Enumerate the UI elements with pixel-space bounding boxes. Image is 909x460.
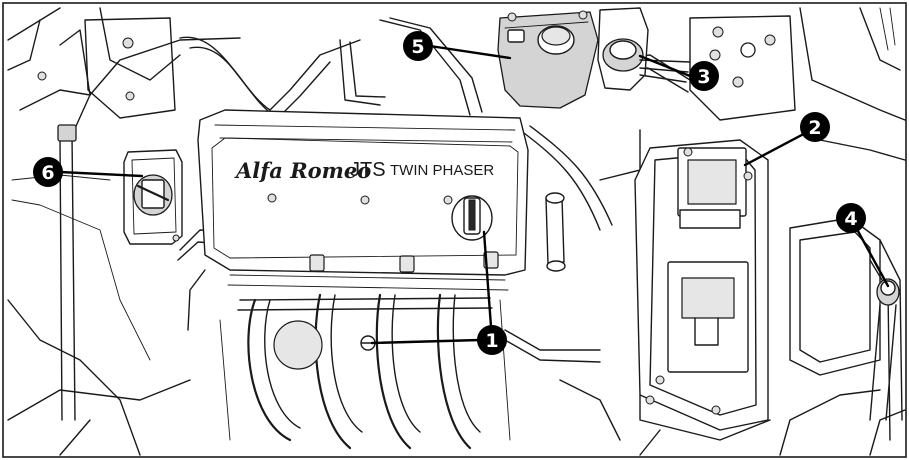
engine-variant-text: TWIN PHASER [390, 162, 494, 179]
power-steering-reservoir [123, 149, 183, 245]
callout-5-label: 5 [411, 36, 424, 58]
battery-fusebox [634, 139, 771, 441]
brake-fluid-reservoir [597, 7, 691, 91]
callout-3: 3 [689, 61, 719, 91]
center-pipe [545, 192, 566, 272]
callout-4-label: 4 [844, 208, 857, 230]
intake-manifold [187, 269, 511, 450]
coolant-reservoir [497, 10, 599, 109]
callout-1-label: 1 [485, 330, 498, 352]
washer-fluid-cap [869, 278, 900, 421]
chassis-outline [7, 7, 906, 456]
callout-5: 5 [403, 31, 433, 61]
callout-2: 2 [800, 112, 830, 142]
callout-6-label: 6 [41, 162, 54, 184]
alfa-romeo-logo-text: Alfa Romeo [234, 158, 371, 183]
left-bracket [37, 17, 176, 421]
leader-lines [58, 44, 890, 345]
hoses [177, 17, 691, 441]
callout-1: 1 [477, 325, 507, 355]
engine-cover: Alfa Romeo JTS TWIN PHASER [197, 109, 529, 291]
callout-6: 6 [33, 157, 63, 187]
callout-2-label: 2 [808, 117, 821, 139]
callout-4: 4 [836, 203, 866, 233]
callout-3-label: 3 [697, 66, 710, 88]
engine-model-text: JTS [350, 159, 386, 181]
